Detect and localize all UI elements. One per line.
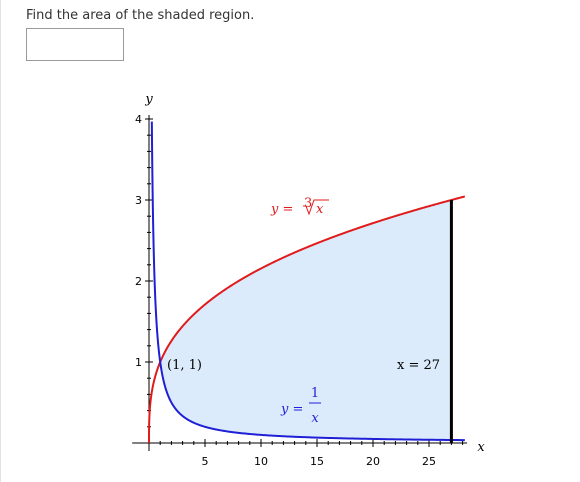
intersection-label: (1, 1) <box>167 358 202 373</box>
x-tick-label: 15 <box>310 455 324 468</box>
question-text: Find the area of the shaded region. <box>26 8 255 23</box>
reciprocal-label-numerator: 1 <box>311 386 319 401</box>
radical-sign <box>303 199 329 216</box>
y-tick-label: 3 <box>135 194 142 207</box>
shaded-region-layer <box>160 200 452 440</box>
axes: 5 10 15 20 25 1 2 3 4 <box>132 113 468 468</box>
x-tick-label: 20 <box>366 455 380 468</box>
y-tick-label: 2 <box>135 275 142 288</box>
reciprocal-curve-label: y = 1 x <box>280 386 321 426</box>
reciprocal-label-denominator: x <box>311 411 319 426</box>
shaded-region <box>160 200 452 440</box>
x-tick-label: 5 <box>202 455 209 468</box>
x-bound-label: x = 27 <box>397 358 440 373</box>
x-axis-label: x <box>477 440 485 455</box>
cube-root-label-index: 3 <box>304 196 312 211</box>
reciprocal-curve <box>150 121 465 442</box>
curves <box>148 121 466 443</box>
cube-root-curve-label: y = 3 x <box>270 196 329 217</box>
reciprocal-label-lhs: y = <box>280 402 303 417</box>
x-tick-label: 25 <box>422 455 436 468</box>
answer-input[interactable] <box>26 28 124 61</box>
cube-root-label-lhs: y = <box>270 202 293 217</box>
y-tick-label: 4 <box>135 113 142 126</box>
cube-root-label-radicand: x <box>316 202 324 217</box>
cube-root-curve <box>148 195 466 443</box>
x-tick-label: 10 <box>254 455 268 468</box>
y-tick-label: 1 <box>135 356 142 369</box>
y-axis-label: y <box>144 92 153 107</box>
